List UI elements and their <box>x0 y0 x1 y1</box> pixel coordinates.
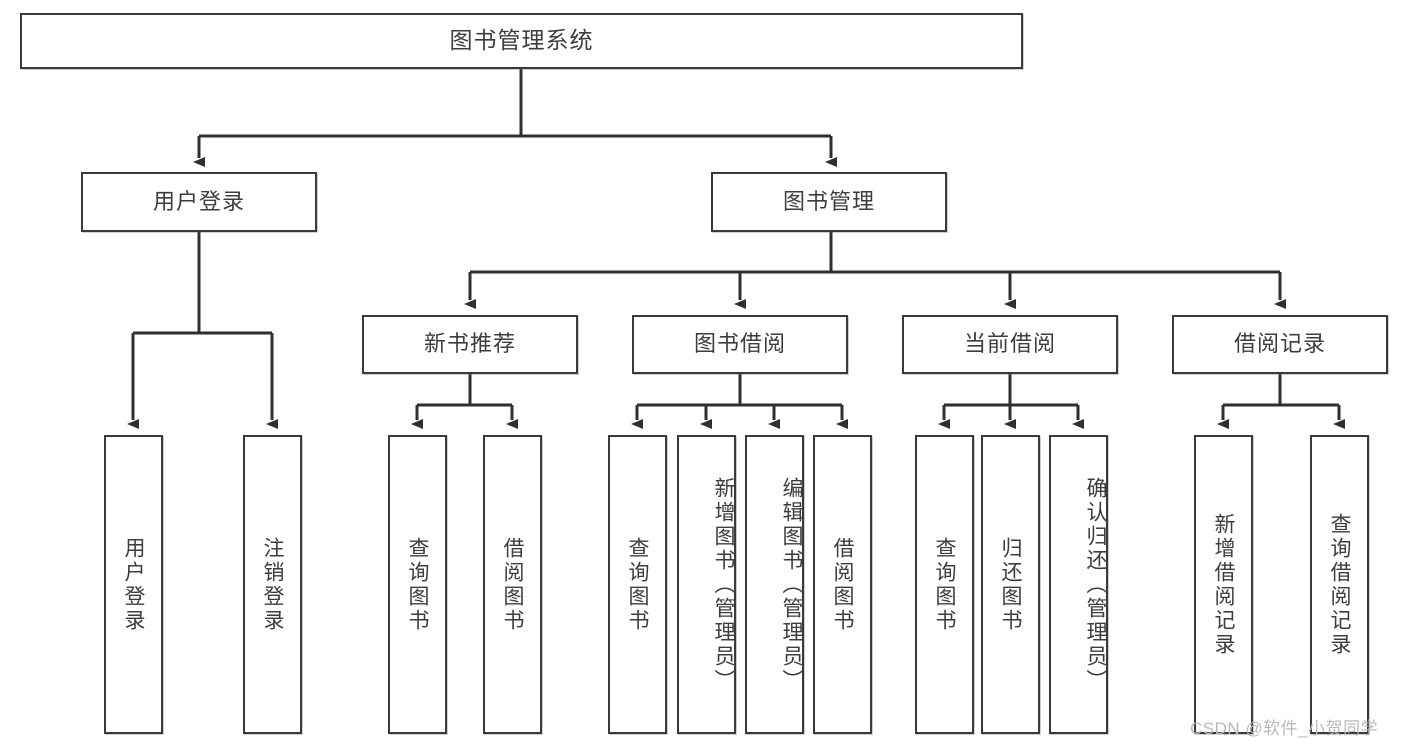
leaf-borrow-edit-book-admin[interactable]: 编辑图书（管理员） <box>745 435 804 734</box>
leaf-newbook-query-book[interactable]: 查询图书 <box>388 435 447 734</box>
leaf-label: 确认归还（管理员） <box>1084 476 1107 693</box>
node-book-management[interactable]: 图书管理 <box>711 172 947 232</box>
leaf-label: 注销登录 <box>261 536 284 633</box>
leaf-label: 归还图书 <box>999 536 1022 633</box>
leaf-record-query-record[interactable]: 查询借阅记录 <box>1310 435 1369 734</box>
leaf-label: 查询图书 <box>933 536 956 633</box>
leaf-borrow-lend-book[interactable]: 借阅图书 <box>813 435 872 734</box>
leaf-current-query-book[interactable]: 查询图书 <box>915 435 974 734</box>
leaf-label: 借阅图书 <box>831 536 854 633</box>
node-new-book-recommend[interactable]: 新书推荐 <box>362 315 578 374</box>
leaf-label: 用户登录 <box>122 536 145 633</box>
node-user-login[interactable]: 用户登录 <box>81 172 317 232</box>
leaf-current-return-book[interactable]: 归还图书 <box>981 435 1040 734</box>
leaf-label: 新增图书（管理员） <box>712 476 735 693</box>
leaf-label: 查询图书 <box>406 536 429 633</box>
node-root-system[interactable]: 图书管理系统 <box>20 13 1023 69</box>
leaf-current-confirm-return-admin[interactable]: 确认归还（管理员） <box>1049 435 1108 734</box>
leaf-record-add-record[interactable]: 新增借阅记录 <box>1194 435 1253 734</box>
node-book-borrow[interactable]: 图书借阅 <box>632 315 848 374</box>
leaf-label: 借阅图书 <box>501 536 524 633</box>
leaf-label: 新增借阅记录 <box>1212 512 1235 657</box>
leaf-newbook-borrow-book[interactable]: 借阅图书 <box>483 435 542 734</box>
node-current-borrow[interactable]: 当前借阅 <box>902 315 1118 374</box>
node-borrow-record[interactable]: 借阅记录 <box>1172 315 1388 374</box>
csdn-watermark: CSDN @软件_小贺同学 <box>1190 719 1379 738</box>
leaf-user-login[interactable]: 用户登录 <box>104 435 163 734</box>
leaf-borrow-query-book[interactable]: 查询图书 <box>608 435 667 734</box>
leaf-label: 查询图书 <box>626 536 649 633</box>
leaf-user-logout[interactable]: 注销登录 <box>243 435 302 734</box>
leaf-label: 查询借阅记录 <box>1328 512 1351 657</box>
leaf-borrow-add-book-admin[interactable]: 新增图书（管理员） <box>677 435 736 734</box>
leaf-label: 编辑图书（管理员） <box>780 476 803 693</box>
